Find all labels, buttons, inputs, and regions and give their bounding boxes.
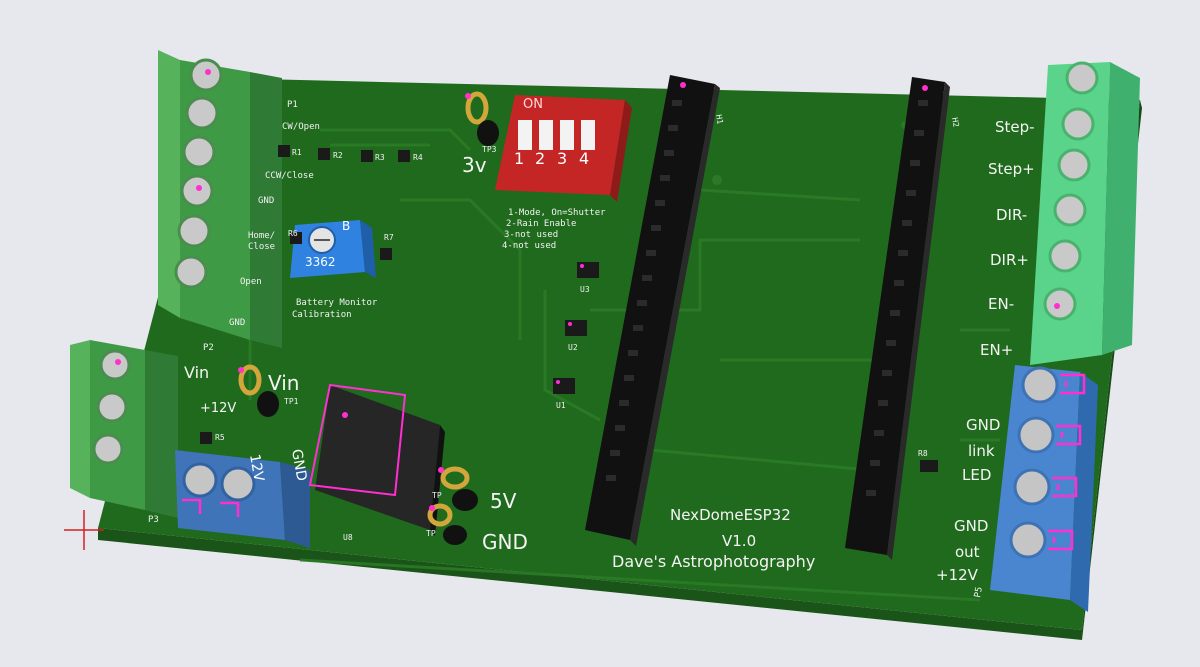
tp3-value: 3v <box>462 153 487 177</box>
trimmer-letter: B <box>342 219 350 233</box>
test-point-labels: TP3 3v TP1 Vin TP 5V TP GND <box>268 145 528 554</box>
power-block-12v-label: 12V <box>246 453 267 483</box>
label-open: Open <box>240 277 262 287</box>
label-p5-led: LED <box>962 466 991 484</box>
label-u8: U8 <box>343 533 353 542</box>
label-close: Close <box>248 242 275 252</box>
label-gnd-1: GND <box>258 196 274 206</box>
label-h2: H2 <box>950 117 961 128</box>
blue-terminal-p5 <box>990 365 1098 612</box>
label-p5-12v: +12V <box>936 566 979 584</box>
label-h1: H1 <box>714 114 725 125</box>
board-version: V1.0 <box>722 532 756 550</box>
label-dir-minus: DIR- <box>996 206 1027 224</box>
label-12v-p3: +12V <box>200 401 236 416</box>
tp-5v-label: TP <box>432 491 442 500</box>
label-p5-link: link <box>968 442 995 460</box>
label-dir-plus: DIR+ <box>990 251 1029 269</box>
dip-switch-legend: 1-Mode, On=Shutter 2-Rain Enable 3-not u… <box>502 208 606 251</box>
tp3-label: TP3 <box>482 145 497 154</box>
label-gnd-2: GND <box>229 318 245 328</box>
label-r6: R6 <box>288 229 298 238</box>
label-r1: R1 <box>292 148 302 157</box>
label-p5-out: out <box>955 543 980 561</box>
label-r4: R4 <box>413 153 423 162</box>
label-vin-p3: Vin <box>184 363 209 382</box>
header-h2 <box>845 77 950 560</box>
label-u2: U2 <box>568 343 578 352</box>
dip-on-label: ON <box>523 97 543 112</box>
tp-gnd-label: TP <box>426 529 436 538</box>
label-r3: R3 <box>375 153 385 162</box>
label-en-minus: EN- <box>988 295 1014 313</box>
dip-number-2: 2 <box>535 149 545 168</box>
terminal-block-stepper <box>1030 61 1140 365</box>
ic-u1 <box>553 378 575 394</box>
label-step-minus: Step- <box>995 118 1035 136</box>
silkscreen-p1-labels: P1 CW/Open CCW/Close GND Home/ Close Ope… <box>203 100 320 353</box>
label-p1: P1 <box>287 100 298 110</box>
label-u1: U1 <box>556 401 566 410</box>
label-home: Home/ <box>248 231 275 241</box>
board-author: Dave's Astrophotography <box>612 552 815 571</box>
label-r2: R2 <box>333 151 343 160</box>
p5-labels: GND link LED GND out +12V <box>936 416 1000 584</box>
label-cw-open: CW/Open <box>282 122 320 132</box>
dip-legend-4: 4-not used <box>502 241 556 251</box>
label-p5: P5 <box>973 586 985 598</box>
silkscreen-resistor-labels: R1 R2 R3 R4 R5 R6 R7 R8 <box>215 148 928 458</box>
p3-labels: Vin +12V <box>184 363 236 416</box>
header-h2-pins <box>866 100 928 496</box>
terminal-screws-p1 <box>174 58 223 289</box>
trimmer-code: 3362 <box>305 255 336 269</box>
tp-5v-value: 5V <box>490 489 517 513</box>
header-h1-pins <box>606 100 682 481</box>
label-r5: R5 <box>215 433 225 442</box>
tp-gnd-value: GND <box>482 530 528 554</box>
board-title: NexDomeESP32 <box>670 506 791 524</box>
resistor-footprints <box>200 145 938 472</box>
dip-number-1: 1 <box>514 149 524 168</box>
label-en-plus: EN+ <box>980 341 1013 359</box>
trimmer-caption-line2: Calibration <box>292 310 352 320</box>
label-step-plus: Step+ <box>988 160 1035 178</box>
dip-legend-2: 2-Rain Enable <box>506 219 576 229</box>
label-p5-gnd-1: GND <box>966 416 1000 434</box>
label-u3: U3 <box>580 285 590 294</box>
dip-legend-3: 3-not used <box>504 230 558 240</box>
test-point-gnd <box>427 503 467 545</box>
tp1-value: Vin <box>268 371 299 395</box>
dip-switch-levers <box>518 120 595 150</box>
stepper-labels: Step- Step+ DIR- DIR+ EN- EN+ <box>980 118 1035 359</box>
board-title-block: NexDomeESP32 V1.0 Dave's Astrophotograph… <box>612 506 815 571</box>
label-p2: P2 <box>203 343 214 353</box>
test-point-5v <box>438 466 478 511</box>
dip-number-4: 4 <box>579 149 589 168</box>
ic-u3 <box>577 262 599 278</box>
trimmer-potentiometer: B 3362 <box>290 219 376 278</box>
label-ccw-close: CCW/Close <box>265 171 314 181</box>
power-block-gnd-label: GND <box>288 448 309 482</box>
blue-terminal-power: 12V GND <box>175 448 310 548</box>
label-p5-gnd-2: GND <box>954 517 988 535</box>
terminal-block-p3 <box>70 340 178 518</box>
label-r8: R8 <box>918 449 928 458</box>
header-h1 <box>585 75 720 546</box>
terminal-block-p1 <box>158 50 282 348</box>
trimmer-caption-line1: Battery Monitor <box>296 298 378 308</box>
tp1-label: TP1 <box>284 397 299 406</box>
dip-switch: ON 1 2 3 4 <box>495 95 632 202</box>
dip-legend-1: 1-Mode, On=Shutter <box>508 208 606 218</box>
ic-u2 <box>565 320 587 336</box>
test-point-tp3 <box>465 91 499 146</box>
origin-marker <box>64 510 104 550</box>
label-p3: P3 <box>148 515 159 525</box>
silkscreen-ic-labels: U3 U2 U1 U8 H1 H2 P3 P5 <box>148 114 985 599</box>
trimmer-caption: Battery Monitor Calibration <box>292 298 378 320</box>
dip-number-3: 3 <box>557 149 567 168</box>
test-point-tp1 <box>238 364 279 417</box>
label-r7: R7 <box>384 233 394 242</box>
